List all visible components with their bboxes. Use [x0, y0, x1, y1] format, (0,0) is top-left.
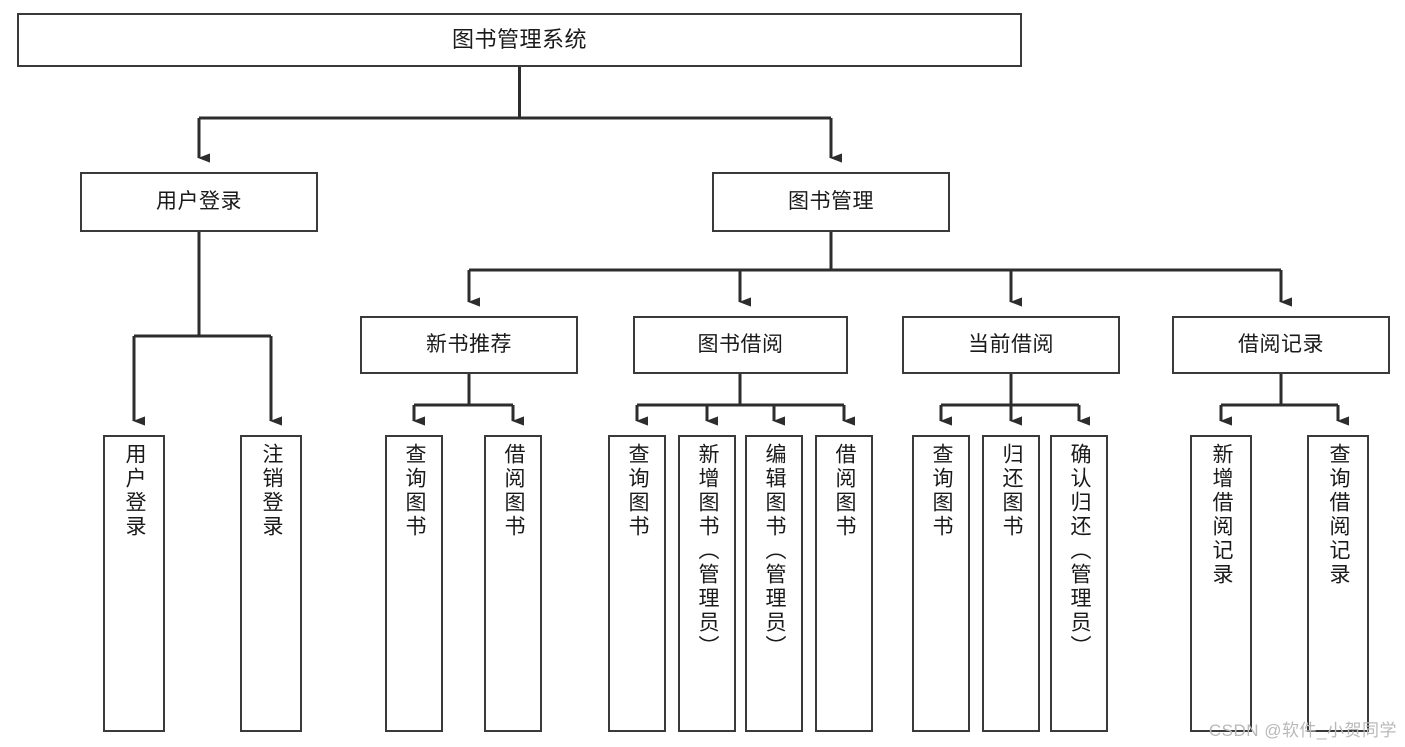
node-book-management-label: 图书管理 — [788, 189, 874, 213]
leaf-query-books-new[interactable]: 查询图书 — [385, 435, 443, 732]
leaf-borrow-books-new[interactable]: 借阅图书 — [484, 435, 542, 732]
leaf-confirm-return-admin[interactable]: 确认归还（管理员） — [1050, 435, 1108, 732]
node-user-login-label: 用户登录 — [156, 189, 242, 213]
leaf-borrow-book-label: 借阅图书 — [833, 443, 857, 539]
leaf-user-login-label: 用户登录 — [123, 443, 147, 539]
node-new-book-recommend[interactable]: 新书推荐 — [360, 316, 578, 374]
leaf-borrow-book[interactable]: 借阅图书 — [815, 435, 873, 732]
node-book-borrow[interactable]: 图书借阅 — [633, 316, 848, 374]
leaf-borrow-books-new-label: 借阅图书 — [502, 443, 526, 539]
leaf-add-book-admin[interactable]: 新增图书（管理员） — [678, 435, 736, 732]
leaf-query-borrow-record-label: 查询借阅记录 — [1327, 443, 1351, 587]
leaf-confirm-return-admin-label: 确认归还（管理员） — [1068, 443, 1092, 659]
leaf-add-book-admin-label: 新增图书（管理员） — [696, 443, 720, 659]
node-root-label: 图书管理系统 — [451, 27, 587, 53]
node-root[interactable]: 图书管理系统 — [17, 13, 1022, 67]
node-borrow-records-label: 借阅记录 — [1238, 332, 1324, 356]
leaf-query-books-current-label: 查询图书 — [930, 443, 954, 539]
leaf-add-borrow-record[interactable]: 新增借阅记录 — [1190, 435, 1252, 732]
leaf-edit-book-admin[interactable]: 编辑图书（管理员） — [745, 435, 803, 732]
leaf-add-borrow-record-label: 新增借阅记录 — [1210, 443, 1234, 587]
leaf-return-book-label: 归还图书 — [1000, 443, 1024, 539]
leaf-edit-book-admin-label: 编辑图书（管理员） — [763, 443, 787, 659]
node-new-book-recommend-label: 新书推荐 — [426, 332, 512, 356]
watermark-text: CSDN @软件_小贺同学 — [1208, 721, 1397, 740]
leaf-user-login[interactable]: 用户登录 — [103, 435, 165, 732]
node-current-borrow-label: 当前借阅 — [968, 332, 1054, 356]
leaf-query-books-borrow-label: 查询图书 — [626, 443, 650, 539]
node-book-management[interactable]: 图书管理 — [712, 172, 950, 232]
leaf-query-books-current[interactable]: 查询图书 — [912, 435, 970, 732]
leaf-return-book[interactable]: 归还图书 — [982, 435, 1040, 732]
leaf-query-borrow-record[interactable]: 查询借阅记录 — [1307, 435, 1369, 732]
leaf-logout[interactable]: 注销登录 — [240, 435, 302, 732]
node-current-borrow[interactable]: 当前借阅 — [902, 316, 1120, 374]
node-user-login[interactable]: 用户登录 — [80, 172, 318, 232]
leaf-query-books-borrow[interactable]: 查询图书 — [608, 435, 666, 732]
leaf-logout-label: 注销登录 — [260, 443, 284, 539]
node-borrow-records[interactable]: 借阅记录 — [1172, 316, 1390, 374]
leaf-query-books-new-label: 查询图书 — [403, 443, 427, 539]
node-book-borrow-label: 图书借阅 — [697, 332, 784, 356]
